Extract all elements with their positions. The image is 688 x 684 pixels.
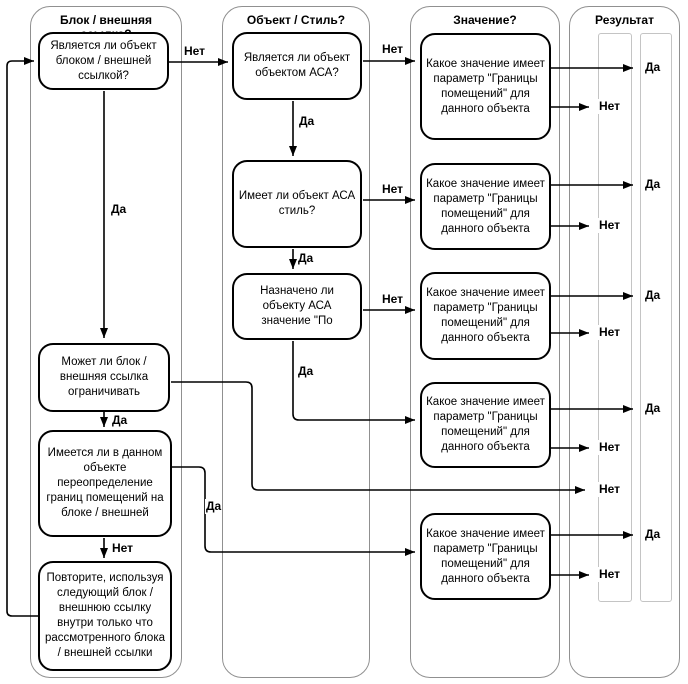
edge-label-yes: Да bbox=[298, 114, 316, 129]
node-boundary-param-value-3: Какое значение имеет параметр "Границы п… bbox=[420, 272, 551, 360]
result-label-yes: Да bbox=[644, 177, 662, 192]
node-repeat-next-block: Повторите, используя следующий блок / вн… bbox=[38, 561, 172, 671]
edge-label-yes: Да bbox=[297, 251, 315, 266]
node-boundary-param-value-4: Какое значение имеет параметр "Границы п… bbox=[420, 382, 551, 468]
node-text: Какое значение имеет параметр "Границы п… bbox=[426, 57, 545, 115]
result-label-yes: Да bbox=[644, 527, 662, 542]
result-label-yes: Да bbox=[644, 288, 662, 303]
node-can-block-xref-limit: Может ли блок / внешняя ссылка ограничив… bbox=[38, 343, 170, 412]
edge-label-no: Нет bbox=[183, 44, 207, 59]
result-label-no: Нет bbox=[598, 482, 622, 497]
result-label-no: Нет bbox=[598, 325, 622, 340]
result-label-no: Нет bbox=[598, 440, 622, 455]
node-boundary-param-value-1: Какое значение имеет параметр "Границы п… bbox=[420, 33, 551, 140]
node-text: Какое значение имеет параметр "Границы п… bbox=[426, 396, 545, 453]
node-text: Имеется ли в данном объекте переопределе… bbox=[46, 447, 164, 519]
lane-object-style: Объект / Стиль? bbox=[222, 6, 370, 678]
edge-label-yes: Да bbox=[110, 202, 128, 217]
edge-label-no: Нет bbox=[111, 541, 135, 556]
result-label-no: Нет bbox=[598, 218, 622, 233]
node-text: Какое значение имеет параметр "Границы п… bbox=[426, 177, 545, 235]
node-text: Назначено ли объекту АСА значение "По bbox=[260, 285, 334, 327]
edge-label-no: Нет bbox=[381, 42, 405, 57]
result-label-no: Нет bbox=[598, 567, 622, 582]
edge-label-yes: Да bbox=[205, 499, 223, 514]
lane-title-value: Значение? bbox=[453, 13, 517, 27]
node-text: Какое значение имеет параметр "Границы п… bbox=[426, 287, 545, 344]
result-label-no: Нет bbox=[598, 99, 622, 114]
node-has-aca-style: Имеет ли объект АСА стиль? bbox=[232, 160, 362, 248]
node-text: Повторите, используя следующий блок / вн… bbox=[44, 572, 165, 659]
edge-label-no: Нет bbox=[381, 182, 405, 197]
node-boundary-param-value-5: Какое значение имеет параметр "Границы п… bbox=[420, 513, 551, 600]
node-boundary-param-value-2: Какое значение имеет параметр "Границы п… bbox=[420, 163, 551, 250]
node-text: Имеет ли объект АСА стиль? bbox=[238, 190, 356, 217]
edge-label-yes: Да bbox=[111, 413, 129, 428]
node-text: Может ли блок / внешняя ссылка ограничив… bbox=[59, 356, 149, 398]
node-text: Какое значение имеет параметр "Границы п… bbox=[426, 527, 545, 585]
node-has-boundary-override: Имеется ли в данном объекте переопределе… bbox=[38, 430, 172, 537]
node-text: Является ли объект блоком / внешней ссыл… bbox=[50, 39, 157, 82]
edge-label-yes: Да bbox=[297, 364, 315, 379]
lane-result: Результат bbox=[569, 6, 680, 678]
node-is-aca-object: Является ли объект объектом АСА? bbox=[232, 32, 362, 100]
lane-title-result: Результат bbox=[595, 13, 654, 27]
result-label-yes: Да bbox=[644, 60, 662, 75]
edge-label-no: Нет bbox=[381, 292, 405, 307]
node-assigned-by-style-value: Назначено ли объекту АСА значение "По bbox=[232, 273, 362, 340]
result-label-yes: Да bbox=[644, 401, 662, 416]
result-lane-no bbox=[598, 33, 632, 602]
node-text: Является ли объект объектом АСА? bbox=[243, 52, 351, 79]
node-is-block-or-xref: Является ли объект блоком / внешней ссыл… bbox=[38, 32, 169, 90]
result-lane-yes bbox=[640, 33, 672, 602]
lane-title-object-style: Объект / Стиль? bbox=[246, 13, 346, 27]
